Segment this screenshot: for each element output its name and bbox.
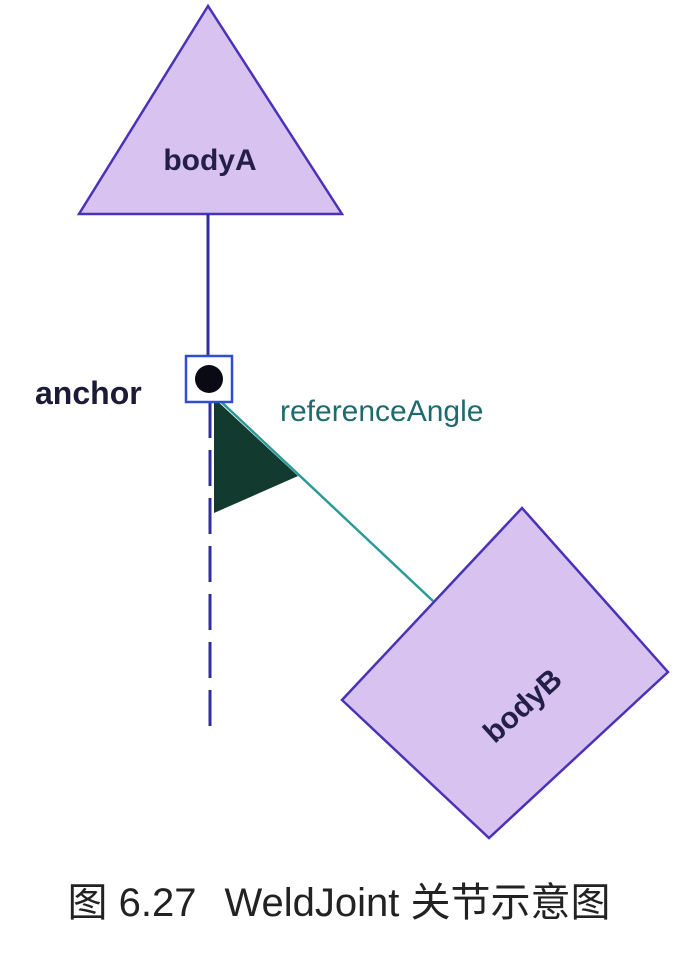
body-a-label: bodyA (163, 144, 256, 177)
figure-number: 图 6.27 (67, 881, 197, 925)
body-b-square (340, 506, 670, 840)
reference-angle-label: referenceAngle (280, 395, 483, 428)
body-b-connector-line (214, 395, 434, 602)
body-a-triangle (76, 3, 345, 216)
figure-caption: 图 6.27 WeldJoint 关节示意图 (0, 870, 678, 928)
anchor-label: anchor (35, 375, 142, 411)
reference-angle-wedge (214, 398, 298, 513)
anchor-dot (195, 365, 223, 393)
figure-title: WeldJoint 关节示意图 (224, 881, 611, 925)
